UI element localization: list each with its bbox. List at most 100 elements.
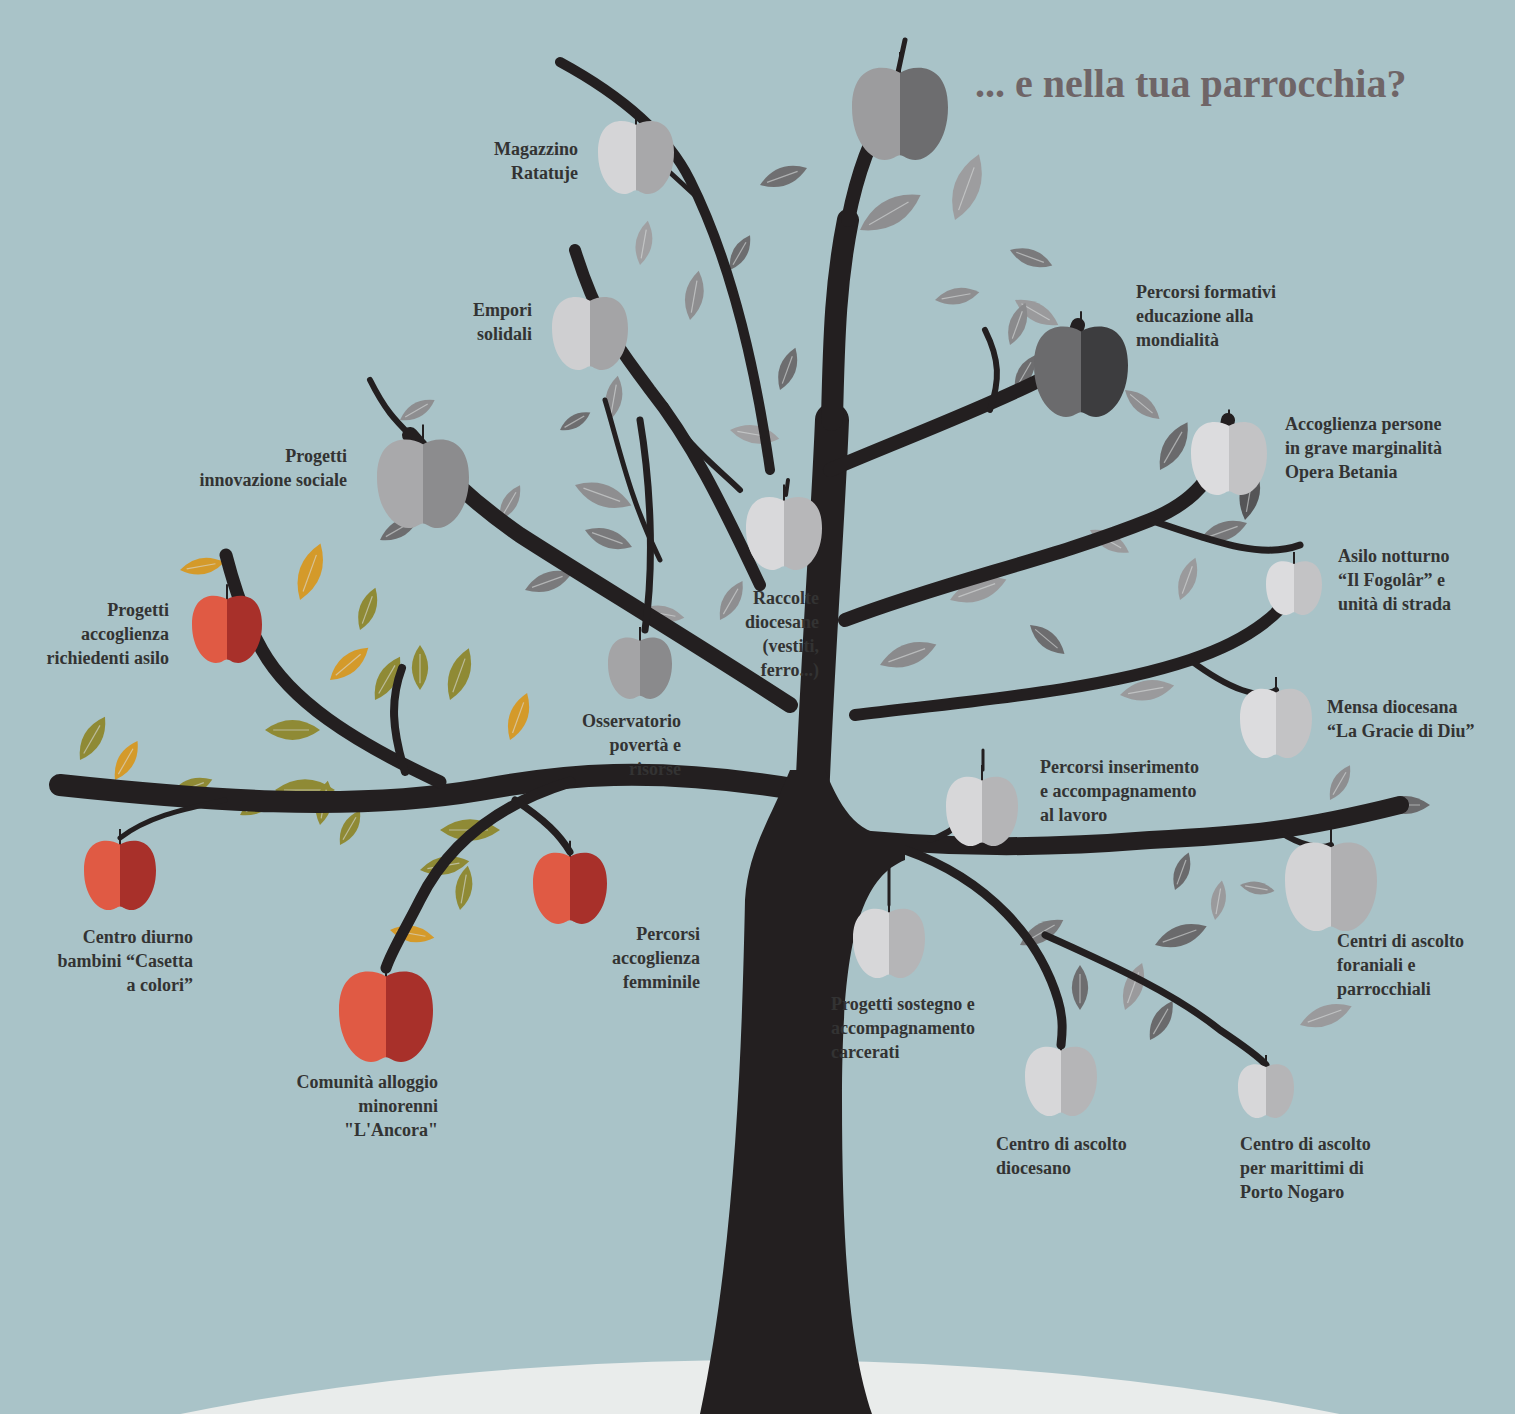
leaf	[412, 645, 428, 690]
item-label: Centri di ascolto foraniali e parrocchia…	[1337, 929, 1467, 1001]
leaf-vein	[405, 404, 428, 417]
apple-stem	[589, 285, 591, 302]
apple	[552, 285, 628, 371]
leaf	[1172, 555, 1203, 603]
leaf-vein	[565, 416, 585, 427]
tree-branch	[560, 62, 770, 470]
leaf	[557, 407, 594, 435]
leaf	[943, 150, 991, 224]
leaf-vein	[1130, 394, 1152, 413]
item-label: Mensa diocesana “La Gracie di Diu”	[1327, 695, 1478, 743]
item-label: Comunità alloggio minorenni "L'Ancora"	[290, 1070, 438, 1142]
leaf	[571, 475, 635, 516]
apple-right-half	[570, 853, 607, 924]
apple	[1266, 552, 1322, 615]
apple-right-half	[386, 972, 433, 1062]
tree-branch	[120, 800, 225, 838]
leaf	[582, 522, 635, 556]
tree-branch	[822, 805, 1400, 846]
item-label: Progetti accoglienza richiedenti asilo	[43, 598, 169, 670]
leaf	[108, 737, 145, 784]
apple-right-half	[889, 909, 925, 978]
apple-stem	[1275, 677, 1277, 693]
leaf	[1297, 997, 1355, 1034]
leaf-vein	[1245, 886, 1267, 890]
apple-right-half	[590, 297, 628, 370]
apple-left-half	[1034, 327, 1081, 417]
leaf	[1208, 879, 1229, 921]
leaf	[452, 864, 476, 911]
leaf	[1007, 242, 1055, 273]
apple	[946, 765, 1018, 846]
apple	[192, 584, 262, 663]
leaf-vein	[453, 659, 465, 693]
leaf	[265, 720, 320, 740]
apple-stem	[1293, 552, 1295, 565]
leaf-vein	[1035, 629, 1057, 648]
item-label: Osservatorio povertà e risorse	[579, 709, 681, 781]
apple-right-half	[640, 637, 672, 699]
leaf-vein	[1079, 974, 1080, 1003]
apple-left-half	[852, 68, 900, 160]
apple-right-half	[1294, 561, 1322, 615]
apple-stem	[899, 52, 901, 74]
apple-stem	[119, 829, 121, 845]
leaf-vein	[611, 385, 616, 414]
leaf	[934, 284, 981, 308]
leaf-vein	[284, 789, 323, 790]
leaf-vein	[691, 281, 697, 313]
item-label: Progetti sostegno e accompagnamento carc…	[831, 992, 991, 1064]
apple-right-half	[1331, 843, 1377, 931]
leaf	[876, 634, 940, 675]
leaf-vein	[1177, 860, 1186, 884]
leaf-vein	[273, 729, 309, 730]
apple-left-half	[1240, 689, 1276, 758]
leaf	[1239, 879, 1276, 897]
apple-left-half	[746, 497, 784, 570]
title: ... e nella tua parrocchia?	[975, 60, 1406, 108]
apple-left-half	[339, 972, 386, 1062]
item-label: Asilo notturno “Il Fogolâr” e unità di s…	[1338, 544, 1467, 616]
leaf-vein	[888, 649, 925, 662]
apple-stem	[569, 841, 571, 858]
apple	[598, 109, 674, 195]
apple-stem	[783, 485, 785, 502]
leaf	[632, 219, 656, 266]
leaf	[290, 540, 331, 604]
leaf-vein	[362, 596, 372, 623]
item-label: Centro diurno bambini “Casetta a colori”	[52, 925, 193, 997]
leaf	[72, 712, 113, 764]
leaf-vein	[1164, 432, 1182, 463]
leaf-vein	[1016, 252, 1043, 262]
apple-left-half	[1266, 561, 1294, 615]
leaf-vein	[1163, 930, 1197, 942]
leaf	[1143, 997, 1180, 1044]
apple	[377, 425, 469, 529]
apple-right-half	[1266, 1064, 1294, 1118]
apple-left-half	[853, 909, 889, 978]
leaf	[179, 554, 226, 578]
tree-branch	[812, 420, 832, 800]
apple	[853, 897, 925, 978]
leaf	[757, 159, 810, 193]
item-label: Percorsi inserimento e accompagnamento a…	[1040, 755, 1203, 827]
apple-left-half	[192, 596, 227, 663]
apple-right-half	[900, 68, 948, 160]
leaf-vein	[767, 171, 798, 182]
item-label: Centro di ascolto per marittimi di Porto…	[1240, 1132, 1374, 1204]
leaf	[1072, 965, 1088, 1010]
apple-left-half	[377, 440, 423, 528]
item-label: Centro di ascolto diocesano	[996, 1132, 1130, 1180]
apple-right-half	[1276, 689, 1312, 758]
tree-branch	[226, 555, 440, 782]
tree-branch	[855, 575, 1300, 715]
apple-left-half	[552, 297, 590, 370]
leaf-vein	[733, 242, 746, 265]
tree-trunk	[700, 770, 905, 1414]
apple-stem	[1228, 410, 1230, 427]
apple	[852, 52, 948, 160]
leaf-vein	[1182, 566, 1192, 593]
leaf	[681, 269, 707, 321]
leaf-vein	[869, 202, 908, 225]
leaf	[334, 807, 366, 849]
